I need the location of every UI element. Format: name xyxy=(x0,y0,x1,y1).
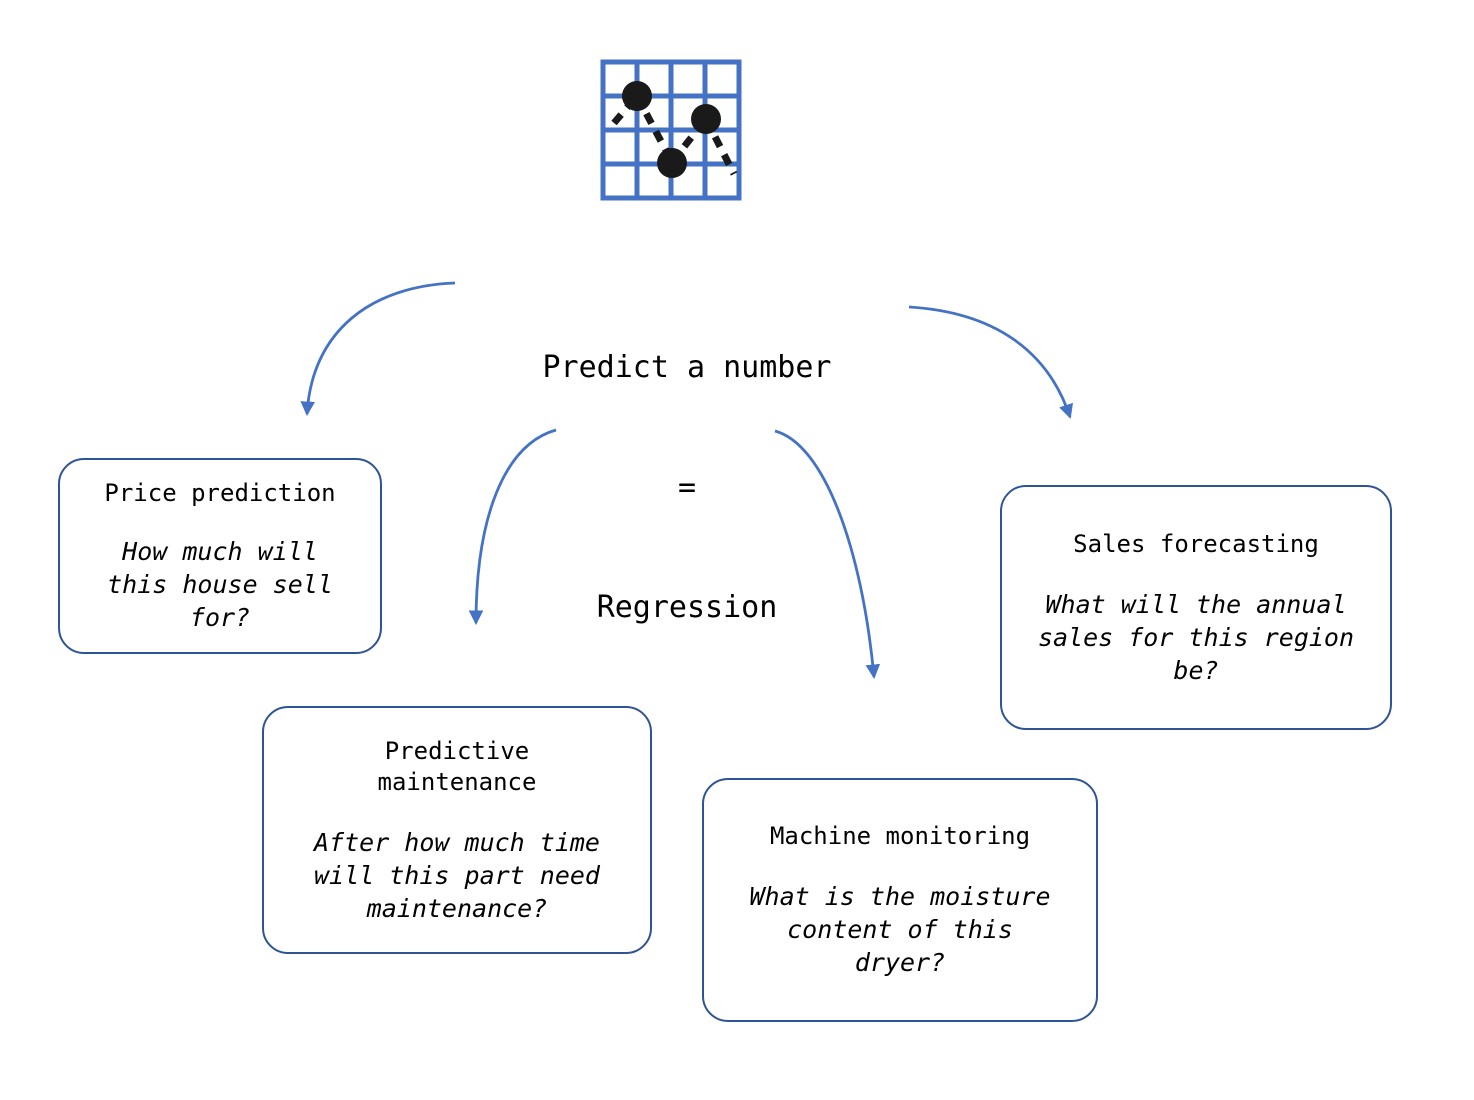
page-title-line-1: Predict a number xyxy=(542,350,832,385)
node-box-sales-forecasting[interactable]: Sales forecasting What will the annual s… xyxy=(1000,485,1392,730)
node-question-sales-forecasting: What will the annual sales for this regi… xyxy=(1037,589,1355,685)
node-box-predictive-maintenance[interactable]: Predictive maintenance After how much ti… xyxy=(262,706,652,954)
scatter-line-chart-icon xyxy=(598,57,744,203)
arrow-to-price-prediction xyxy=(300,281,456,417)
node-question-price-prediction: How much will this house sell for? xyxy=(107,537,333,632)
node-title-machine-monitoring: Machine monitoring xyxy=(769,822,1031,850)
page-title-line-3: Regression xyxy=(596,590,778,625)
node-question-machine-monitoring: What is the moisture content of this dry… xyxy=(749,882,1051,977)
node-box-machine-monitoring[interactable]: Machine monitoring What is the moisture … xyxy=(702,778,1098,1022)
page-title: Predict a number = Regression xyxy=(437,268,937,708)
node-title-sales-forecasting: Sales forecasting xyxy=(1073,529,1319,558)
page-title-line-2: = xyxy=(677,470,697,505)
node-title-predictive-maintenance: Predictive maintenance xyxy=(377,736,537,796)
node-box-price-prediction[interactable]: Price prediction How much will this hous… xyxy=(58,458,382,654)
node-title-price-prediction: Price prediction xyxy=(104,479,336,507)
node-question-predictive-maintenance: After how much time will this part need … xyxy=(314,827,600,923)
